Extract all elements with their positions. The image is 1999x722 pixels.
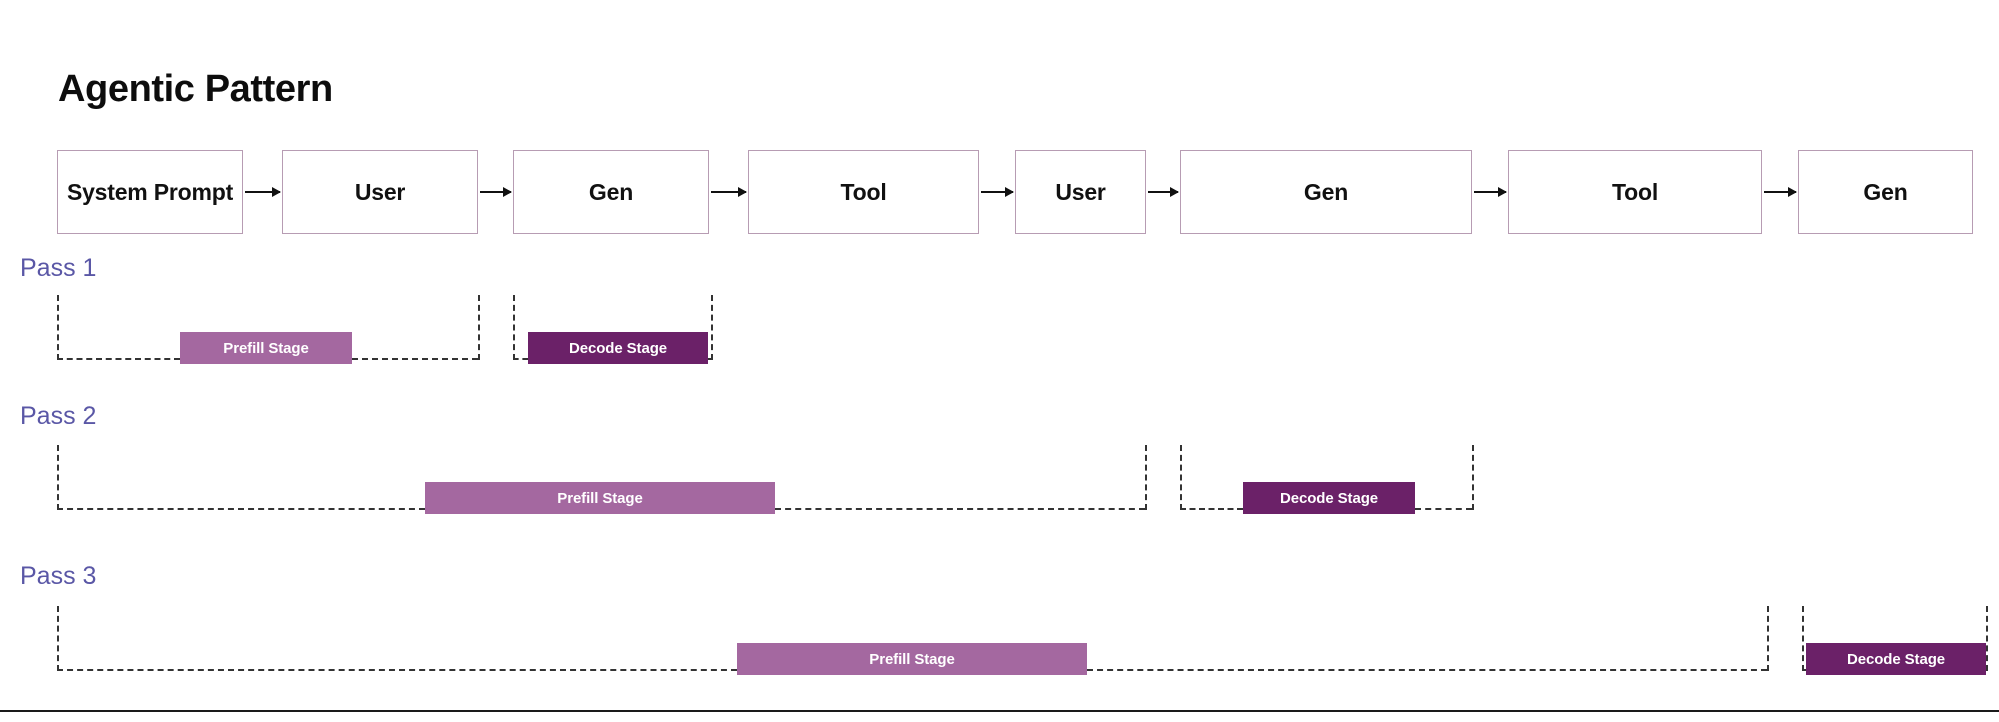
pipeline-box-tool-3[interactable]: Tool [748,150,979,234]
pass-2-bracket-line-8 [1415,508,1472,510]
stage-bar-label: Decode Stage [569,339,667,357]
pass-3-bracket-line-3 [1087,669,1767,671]
pipeline-box-gen-7[interactable]: Gen [1798,150,1973,234]
pipeline-box-label: Tool [840,178,887,205]
stage-bar-label: Prefill Stage [869,650,955,668]
pass-2-bracket-tick-0 [57,445,59,510]
pipeline-arrow-icon-4 [1148,186,1179,197]
page-title: Agentic Pattern [58,68,333,110]
pass-label-2: Pass 2 [20,402,97,430]
pipeline-box-gen-5[interactable]: Gen [1180,150,1472,234]
bottom-divider [0,710,1999,712]
pass-3-decode-stage-bar[interactable]: Decode Stage [1806,643,1986,675]
pass-2-bracket-tick-5 [1180,445,1182,510]
pass-1-bracket-line-3 [352,358,478,360]
pass-3-bracket-tick-8 [1986,606,1988,671]
pass-3-bracket-line-1 [57,669,737,671]
pipeline-arrow-icon-2 [711,186,747,197]
pipeline-box-label: System Prompt [66,178,234,205]
pipeline-arrow-icon-3 [981,186,1014,197]
pipeline-box-system-prompt-0[interactable]: System Prompt [57,150,243,234]
pass-1-decode-stage-bar[interactable]: Decode Stage [528,332,708,364]
pipeline-box-tool-6[interactable]: Tool [1508,150,1762,234]
stage-bar-label: Prefill Stage [223,339,309,357]
stage-bar-label: Decode Stage [1847,650,1945,668]
pass-3-bracket-tick-5 [1802,606,1804,671]
pipeline-box-user-4[interactable]: User [1015,150,1146,234]
pass-1-bracket-line-6 [513,358,528,360]
pass-2-bracket-line-6 [1180,508,1243,510]
pipeline-arrow-icon-5 [1474,186,1507,197]
pass-2-decode-stage-bar[interactable]: Decode Stage [1243,482,1415,514]
pass-1-bracket-tick-5 [513,295,515,360]
stage-bar-label: Decode Stage [1280,489,1378,507]
pass-3-bracket-tick-0 [57,606,59,671]
stage-bar-label: Prefill Stage [557,489,643,507]
pipeline-box-user-1[interactable]: User [282,150,478,234]
pipeline-arrow-icon-6 [1764,186,1797,197]
pipeline-box-label: Tool [1611,178,1659,205]
pipeline-box-label: Gen [588,178,634,205]
pass-label-1: Pass 1 [20,254,97,282]
pass-3-prefill-stage-bar[interactable]: Prefill Stage [737,643,1087,675]
pipeline-arrow-icon-1 [480,186,512,197]
pass-1-bracket-tick-9 [711,295,713,360]
pipeline-box-gen-2[interactable]: Gen [513,150,709,234]
pass-1-bracket-line-8 [708,358,711,360]
pipeline-arrow-icon-0 [245,186,281,197]
pipeline-row: System Prompt User Gen Tool User Gen Tool Gen [0,150,1999,238]
pass-3-bracket-line-6 [1802,669,1806,671]
pass-2-bracket-tick-4 [1145,445,1147,510]
pass-1-prefill-stage-bar[interactable]: Prefill Stage [180,332,352,364]
pass-2-bracket-line-3 [775,508,1145,510]
pass-2-bracket-line-1 [57,508,425,510]
pass-2-prefill-stage-bar[interactable]: Prefill Stage [425,482,775,514]
pipeline-box-label: Gen [1863,178,1908,205]
pipeline-box-label: Gen [1303,178,1349,205]
pass-2-bracket-tick-9 [1472,445,1474,510]
pass-1-bracket-tick-4 [478,295,480,360]
pass-1-bracket-tick-0 [57,295,59,360]
pass-label-3: Pass 3 [20,562,97,590]
pass-3-bracket-tick-4 [1767,606,1769,671]
pipeline-box-label: User [1055,178,1106,205]
pipeline-box-label: User [354,178,406,205]
pass-1-bracket-line-1 [57,358,180,360]
